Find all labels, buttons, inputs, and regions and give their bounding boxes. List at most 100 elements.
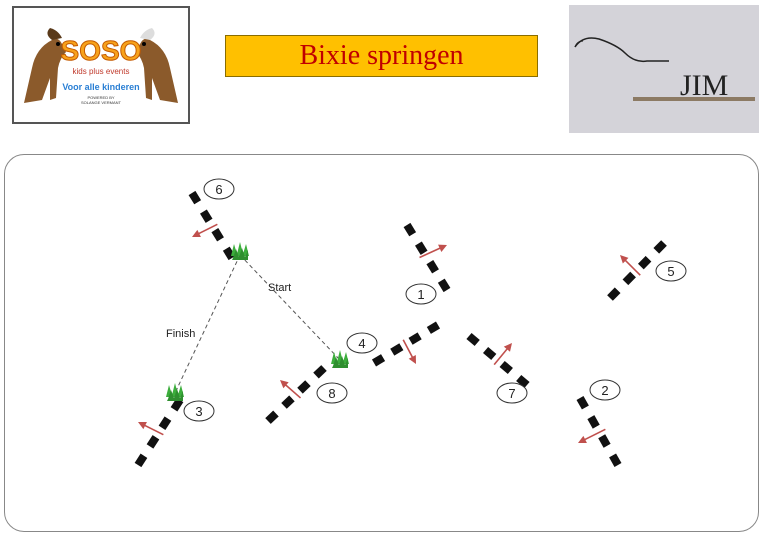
pole-segment	[417, 326, 431, 340]
direction-arrow-icon	[141, 423, 164, 436]
horse-right-icon	[136, 28, 178, 103]
obstacle-number: 1	[417, 287, 424, 302]
soso-subline-text: kids plus events	[73, 67, 130, 76]
obstacle-7: 7	[466, 332, 530, 404]
pole-segment	[390, 343, 404, 356]
pole-segment	[638, 255, 652, 270]
obstacle-number-badge	[346, 332, 378, 354]
pole-segment	[622, 271, 636, 286]
pole-segment	[371, 354, 386, 367]
pole-segment	[645, 248, 660, 262]
pole-segment	[607, 287, 621, 301]
arrowhead-icon	[438, 244, 447, 252]
pole-segment	[653, 240, 667, 254]
obstacle-number: 3	[195, 404, 202, 419]
pole-segment	[205, 218, 219, 233]
pole-segment	[297, 380, 311, 394]
obstacle-number: 7	[508, 386, 515, 401]
bush-icon	[331, 350, 349, 368]
pole-segment	[587, 415, 600, 429]
soso-brand-text: SOSO	[61, 35, 142, 66]
route-line-start	[239, 254, 341, 361]
arrowhead-icon	[578, 435, 587, 443]
page-title: Bixie springen	[299, 40, 464, 71]
jim-brand-text: JIM	[680, 69, 728, 102]
direction-arrow-icon	[419, 245, 444, 259]
pole-segment	[222, 246, 236, 261]
soso-powered-text: POWERED BY	[87, 95, 114, 100]
obstacle-number-badge	[655, 260, 687, 282]
pole-segment	[516, 374, 530, 389]
pole-segment	[592, 424, 606, 439]
arrowhead-icon	[620, 255, 629, 264]
pole-segment	[474, 339, 489, 354]
arrowhead-icon	[138, 422, 147, 430]
soso-logo: SOSO kids plus events Voor alle kinderen…	[12, 6, 190, 124]
obstacle-5: 5	[607, 240, 687, 301]
obstacle-8: 8	[265, 365, 348, 424]
pole-segment	[437, 278, 451, 293]
pole-segment	[466, 332, 480, 347]
finish-label: Finish	[166, 328, 195, 340]
obstacle-number-badge	[589, 379, 621, 401]
pole-segment	[499, 360, 514, 375]
pole-segment	[211, 228, 224, 242]
pole-segment	[273, 402, 287, 417]
pole-segment	[217, 237, 230, 251]
pole-segment	[598, 434, 611, 448]
title-banner: Bixie springen	[225, 35, 538, 77]
obstacle-3: 3	[134, 397, 215, 468]
pole-segment	[609, 453, 622, 467]
pole-segment	[426, 260, 439, 274]
arrowhead-icon	[503, 343, 512, 352]
direction-arrow-icon	[195, 223, 218, 236]
pole-segment	[576, 396, 589, 410]
pole-segment	[140, 444, 154, 458]
obstacle-4: 4	[346, 321, 441, 367]
pole-segment	[403, 222, 417, 237]
obstacle-number-badge	[405, 283, 437, 305]
obstacle-number-badge	[496, 382, 528, 404]
whip-icon	[574, 37, 669, 63]
pole-segment	[426, 321, 441, 334]
horse-left-icon	[24, 28, 66, 103]
soso-tagline-text: Voor alle kinderen	[62, 82, 139, 92]
obstacle-number: 8	[328, 386, 335, 401]
bush-icon	[166, 383, 184, 401]
pole-segment	[170, 397, 184, 412]
jim-logo: JIM	[569, 5, 759, 133]
obstacle-number: 2	[601, 383, 608, 398]
direction-arrow-icon	[493, 345, 511, 366]
pole-segment	[614, 279, 629, 293]
pole-segment	[630, 263, 644, 278]
pole-segment	[415, 241, 428, 255]
direction-arrow-icon	[622, 257, 641, 276]
pole-segment	[482, 346, 497, 361]
arrowhead-icon	[280, 380, 289, 389]
arrowhead-icon	[408, 355, 416, 364]
pole-segment	[313, 365, 327, 379]
pole-segment	[432, 269, 445, 283]
direction-arrow-icon	[581, 428, 606, 442]
pole-segment	[305, 372, 319, 387]
pole-segment	[158, 416, 172, 431]
obstacle-number-badge	[316, 382, 348, 404]
obstacle-number-badge	[183, 400, 215, 422]
obstacle-number: 4	[358, 336, 365, 351]
bush-icon	[231, 242, 249, 260]
obstacle-number: 6	[215, 182, 222, 197]
obstacle-2: 2	[576, 379, 622, 467]
pole-segment	[200, 209, 213, 223]
obstacle-number: 5	[667, 264, 674, 279]
pole-segment	[134, 453, 148, 468]
soso-powered-name-text: SOLANGE VERMANT	[81, 100, 122, 105]
pole-segment	[164, 407, 178, 421]
obstacle-number-badge	[203, 178, 235, 200]
pole-segment	[188, 190, 202, 205]
arrowhead-icon	[192, 229, 201, 237]
pole-segment	[281, 395, 295, 409]
pole-segment	[381, 348, 395, 362]
pole-segment	[581, 405, 595, 420]
pole-segment	[409, 232, 422, 246]
